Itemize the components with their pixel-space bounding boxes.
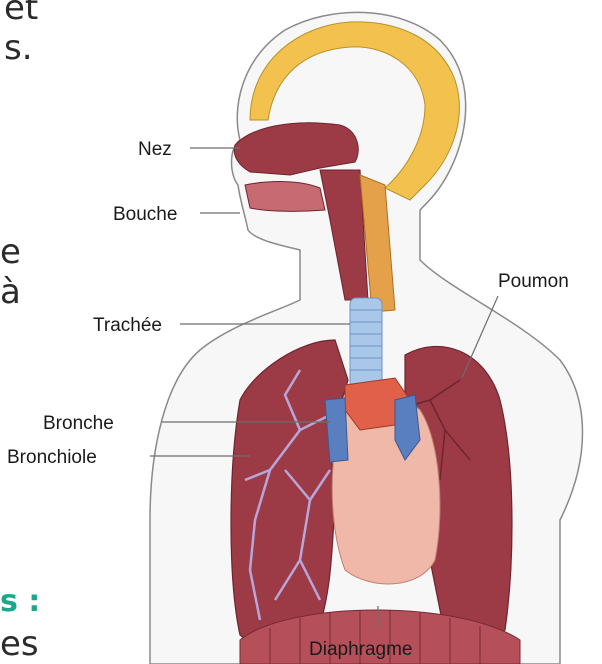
- label-poumon: Poumon: [498, 271, 569, 292]
- label-diaphragme: Diaphragme: [309, 639, 413, 660]
- mouth-cavity: [245, 182, 325, 212]
- label-trachee: Trachée: [93, 315, 162, 336]
- label-nez: Nez: [138, 139, 172, 160]
- label-bronchiole: Bronchiole: [7, 447, 97, 468]
- trachea: [350, 298, 382, 388]
- label-bouche: Bouche: [113, 204, 177, 225]
- label-bronche: Bronche: [43, 413, 114, 434]
